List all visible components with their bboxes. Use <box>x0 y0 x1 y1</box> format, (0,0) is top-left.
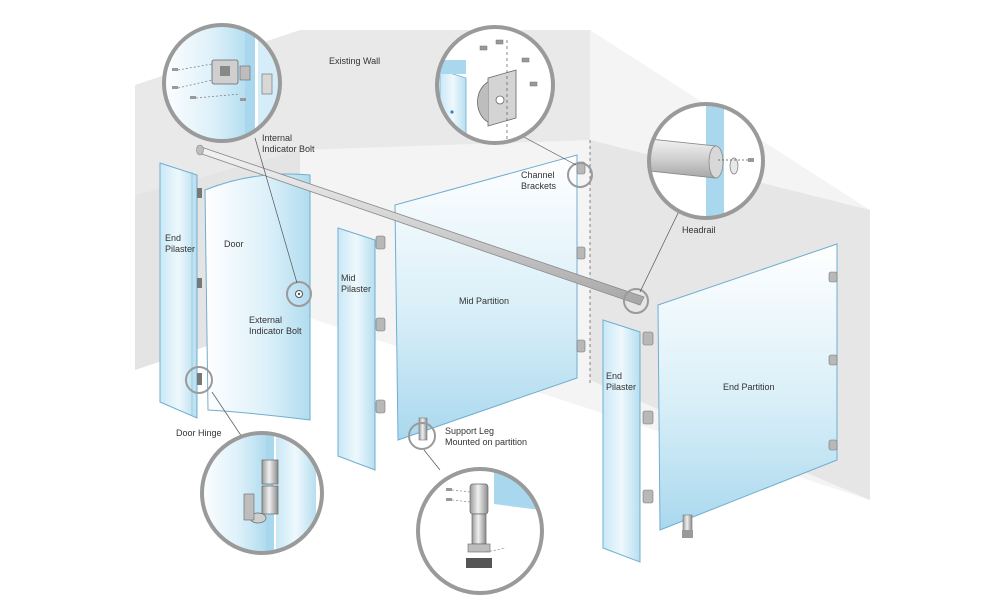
detail-headrail <box>647 102 765 220</box>
label-external-indicator-bolt: External Indicator Bolt <box>249 315 302 336</box>
mid-pilaster <box>337 227 386 471</box>
label-internal-indicator-bolt: Internal Indicator Bolt <box>262 133 315 154</box>
label-headrail: Headrail <box>682 225 716 235</box>
detail-internal-indicator-bolt <box>162 23 282 143</box>
label-door-hinge: Door Hinge <box>176 428 222 438</box>
headrail <box>196 144 645 306</box>
label-end-partition: End Partition <box>723 382 775 392</box>
label-end-pilaster-left: End Pilaster <box>165 233 196 254</box>
label-door: Door <box>224 239 244 249</box>
label-existing-wall: Existing Wall <box>329 56 381 66</box>
detail-door-hinge <box>200 431 324 555</box>
detail-support-leg <box>416 467 544 595</box>
end-pilaster-left <box>159 162 198 419</box>
support-leg-icon <box>466 483 492 568</box>
label-channel-brackets: Channel Brackets <box>521 170 557 191</box>
door <box>204 173 311 421</box>
hinge-icon <box>243 459 279 524</box>
label-end-pilaster-right: End Pilaster <box>606 371 637 392</box>
support-leg-end-partition <box>682 514 693 538</box>
end-pilaster-right <box>602 319 654 563</box>
mid-partition <box>394 154 586 441</box>
callout-markers <box>185 162 649 450</box>
bolt-icon <box>211 59 273 95</box>
leader-lines <box>211 135 681 471</box>
label-mid-pilaster: Mid Pilaster <box>341 273 372 294</box>
headrail-icon <box>649 137 739 179</box>
label-support-leg: Support Leg Mounted on partition <box>445 426 528 447</box>
hinge-marks-left <box>197 188 202 385</box>
end-partition <box>657 243 838 531</box>
support-leg-mid-partition <box>418 417 428 441</box>
bracket-icon <box>477 69 517 127</box>
label-mid-partition: Mid Partition <box>459 296 510 306</box>
